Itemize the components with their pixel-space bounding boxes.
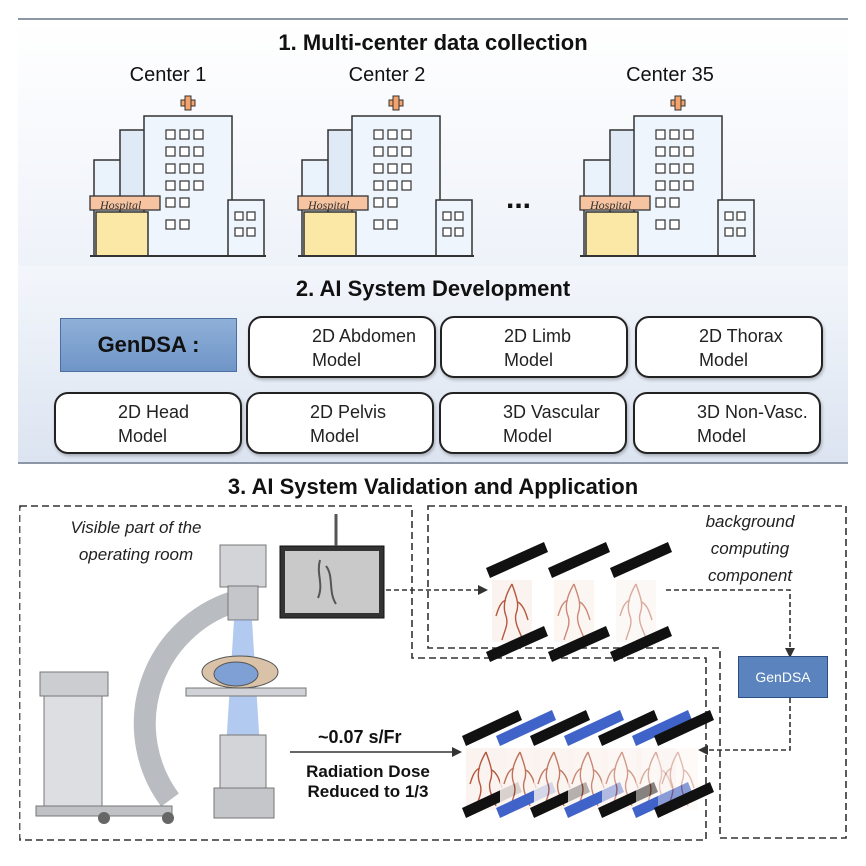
- section1-title: 1. Multi-center data collection: [278, 30, 588, 55]
- model-name: 2D Head: [118, 402, 190, 422]
- bg-note-line2: computing: [710, 539, 790, 558]
- bg-note-line1: background: [705, 512, 795, 531]
- dose-label: Radiation Dose Reduced to 1/3: [298, 762, 438, 802]
- ellipsis: ...: [506, 182, 532, 215]
- hospital-sign-1: Hospital: [99, 198, 142, 212]
- model-suffix: Model: [312, 350, 362, 370]
- center-35-label: Center 35: [626, 64, 714, 86]
- model-name: 2D Limb: [504, 326, 572, 346]
- model-suffix: Model: [504, 350, 554, 370]
- model-suffix: Model: [310, 426, 360, 446]
- model-name: 3D Vascular: [503, 402, 600, 422]
- section3-title: 3. AI System Validation and Application: [227, 474, 639, 499]
- center-2-label: Center 2: [348, 64, 426, 86]
- model-suffix: Model: [699, 350, 749, 370]
- dose-line2: Reduced to 1/3: [307, 782, 429, 801]
- center-1-label: Center 1: [129, 64, 207, 86]
- model-suffix: Model: [697, 426, 747, 446]
- model-name: 2D Thorax: [699, 326, 783, 346]
- visible-part-note: Visible part of the operating room: [46, 514, 226, 568]
- dose-line1: Radiation Dose: [306, 762, 430, 781]
- model-card-3d-non-vasc: 3D Non-Vasc. Model: [633, 392, 821, 454]
- section2-title: 2. AI System Development: [295, 276, 571, 301]
- model-name: 2D Pelvis: [310, 402, 387, 422]
- hospital-sign-35: Hospital: [589, 198, 632, 212]
- visible-note-line1: Visible part of the: [70, 518, 202, 537]
- hospital-sign-2: Hospital: [307, 198, 350, 212]
- background-computing-note: background computing component: [680, 508, 820, 589]
- model-name: 3D Non-Vasc.: [697, 402, 808, 422]
- model-suffix: Model: [118, 426, 168, 446]
- frame-rate-label: ~0.07 s/Fr: [318, 727, 402, 747]
- visible-note-line2: operating room: [78, 545, 194, 564]
- model-suffix: Model: [503, 426, 553, 446]
- gendsa-label: GenDSA :: [60, 318, 237, 372]
- gendsa-box: GenDSA: [738, 656, 828, 698]
- model-name: 2D Abdomen: [312, 326, 417, 346]
- bg-note-line3: component: [707, 566, 793, 585]
